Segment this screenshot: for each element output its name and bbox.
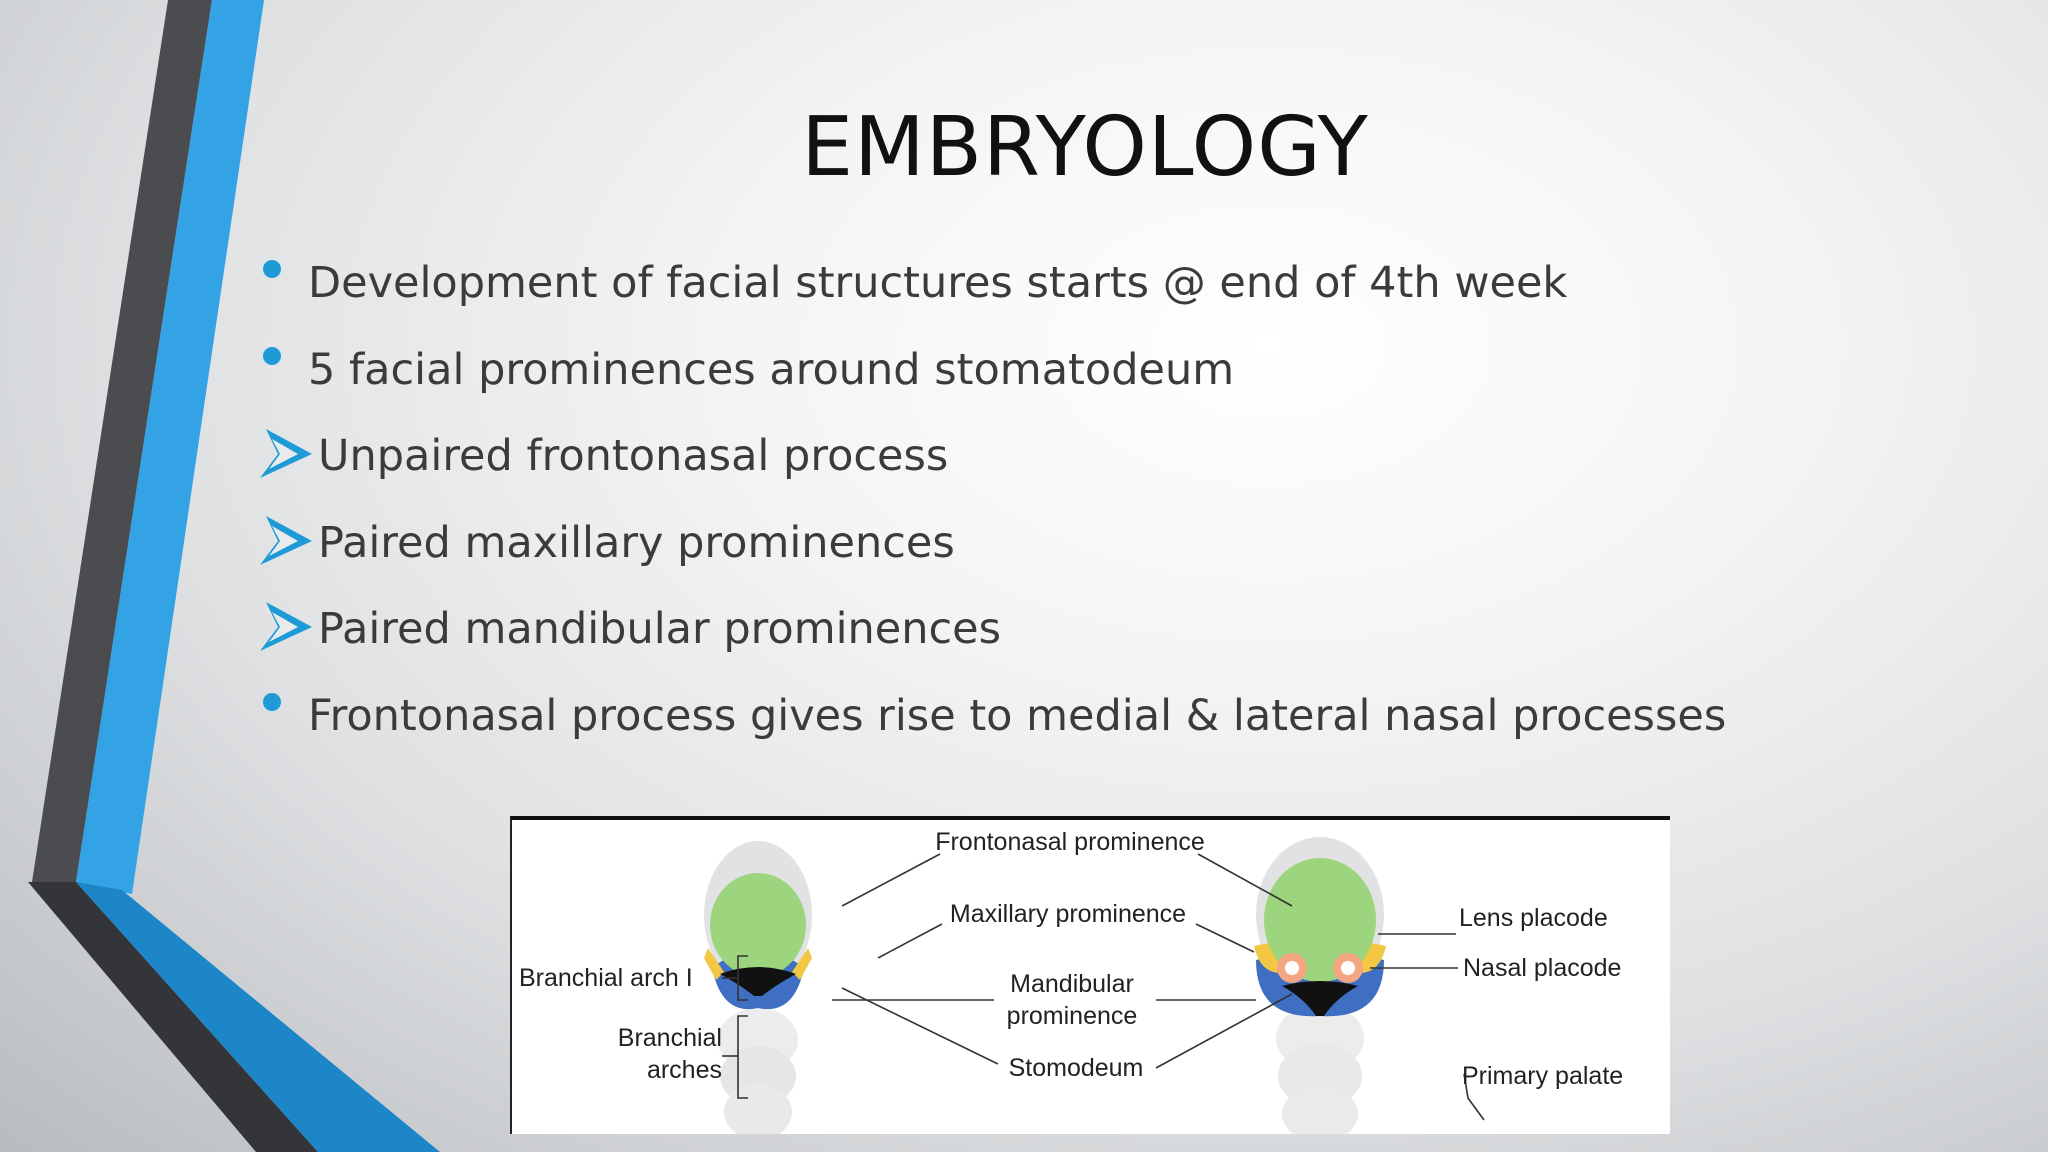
bullet-item: Frontonasal process gives rise to medial… — [258, 673, 1726, 760]
arrow-bullet-icon — [260, 429, 312, 478]
stomodeum — [720, 967, 796, 996]
right-embryo — [1254, 837, 1386, 1134]
lens-placode-label: Lens placode — [1459, 904, 1608, 932]
nasal-placode-label: Nasal placode — [1463, 954, 1621, 982]
bullet-item: Paired maxillary prominences — [258, 500, 1726, 587]
slide-title: EMBRYOLOGY — [801, 100, 1369, 195]
bullet-item: 5 facial prominences around stomatodeum — [258, 327, 1726, 414]
branchial-arches-label: arches — [647, 1056, 722, 1084]
bullet-dot-icon — [263, 346, 281, 365]
embryo-body-segment — [1282, 1086, 1358, 1134]
embryo-face-diagram: Frontonasal prominence Maxillary promine… — [510, 816, 1670, 1134]
arrow-bullet-icon — [260, 515, 312, 565]
bullet-dot-icon — [263, 692, 281, 711]
leader-lines — [722, 853, 1485, 1121]
embryo-body-segment — [724, 1084, 792, 1134]
frontonasal-prominence-label: Frontonasal prominence — [935, 828, 1205, 856]
maxillary-prominence — [792, 948, 812, 980]
bullet-list: Development of facial structures starts … — [258, 240, 1726, 759]
diagram-canvas: Frontonasal prominence Maxillary promine… — [519, 828, 1623, 1134]
maxillary-prominence-label: Maxillary prominence — [950, 900, 1186, 928]
arrow-bullet-icon — [260, 602, 312, 651]
mandibular-prominence-label: Mandibular — [1010, 970, 1134, 998]
branchial-arch-label: Branchial arch I — [519, 964, 693, 992]
bullet-item: Development of facial structures starts … — [258, 240, 1726, 327]
frontonasal-prominence — [1264, 858, 1376, 982]
branchial-arches-label: Branchial — [618, 1024, 722, 1052]
maxillary-prominence — [704, 948, 724, 980]
stomodeum-label: Stomodeum — [1009, 1054, 1144, 1082]
mandibular-prominence-label: prominence — [1007, 1002, 1138, 1030]
bullet-dot-icon — [263, 260, 281, 278]
frontonasal-prominence — [710, 873, 806, 977]
left-embryo — [704, 841, 812, 1134]
stomodeum — [1282, 981, 1358, 1016]
primary-palate-label: Primary palate — [1462, 1062, 1623, 1090]
bullet-item: Unpaired frontonasal process — [258, 413, 1726, 500]
bullet-item: Paired mandibular prominences — [258, 586, 1726, 673]
